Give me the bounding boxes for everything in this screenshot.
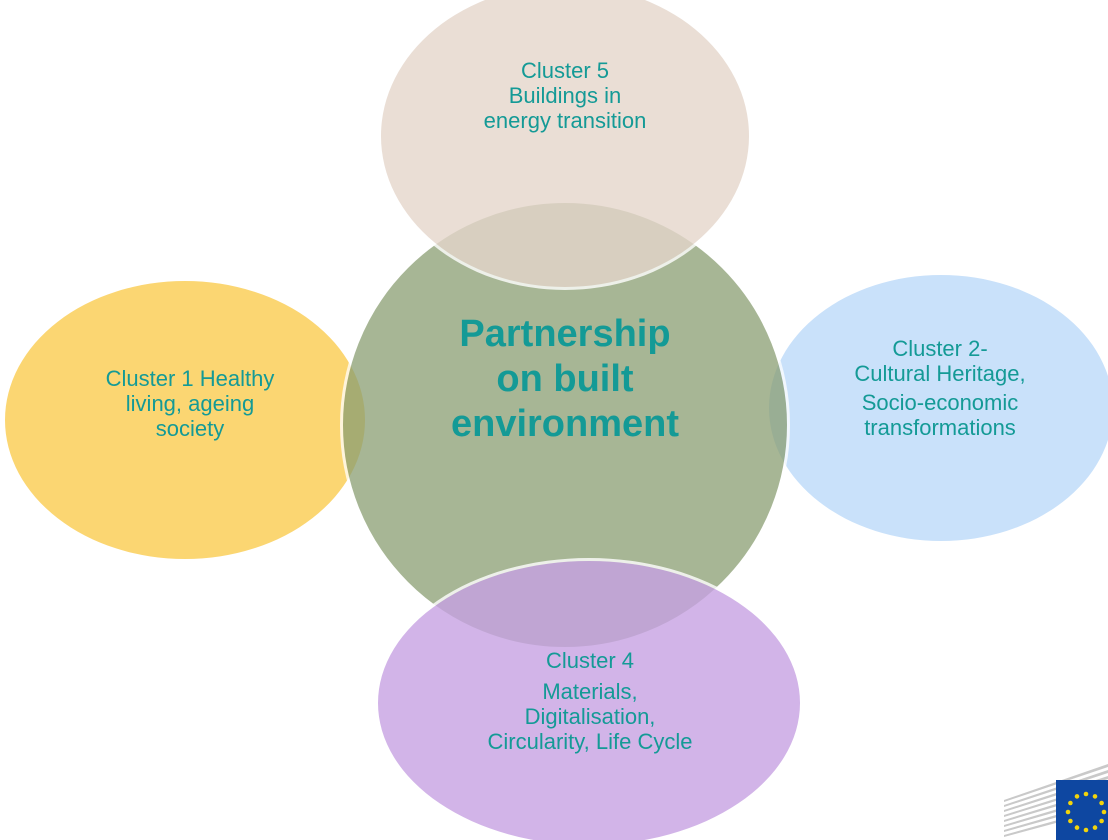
eu-star (1074, 825, 1080, 830)
cluster-1-line: Cluster 1 Healthy (105, 366, 275, 391)
cluster-2-bubble (766, 272, 1108, 544)
cluster-4-line: Circularity, Life Cycle (487, 729, 693, 754)
eu-star (1099, 818, 1104, 824)
eu-star (1074, 794, 1080, 799)
cluster-1-label: Cluster 1 Healthy living, ageing society (40, 366, 340, 441)
cluster-2-line: transformations (864, 415, 1016, 440)
cluster-4-label: Cluster 4 Materials, Digitalisation, Cir… (410, 648, 770, 754)
cluster-4-line: Materials, (542, 679, 638, 704)
cluster-5-label: Cluster 5 Buildings in energy transition (420, 58, 710, 133)
cluster-4-line: Digitalisation, (524, 704, 656, 729)
cluster-1-line: society (155, 416, 225, 441)
eu-star (1092, 825, 1098, 830)
partnership-title-line: on built (496, 358, 634, 400)
partnership-title-line: environment (450, 403, 680, 445)
partnership-title-line: Partnership (459, 313, 671, 355)
eu-star (1099, 800, 1104, 806)
cluster-5-line: Cluster 5 (520, 58, 610, 83)
cluster-2-label: Cluster 2- Cultural Heritage, Socio-econ… (790, 336, 1090, 440)
eu-star (1068, 800, 1073, 806)
eu-star (1083, 791, 1089, 797)
eu-star (1083, 827, 1089, 833)
eu-stars (1065, 791, 1107, 833)
cluster-1-bubble (2, 278, 368, 562)
cluster-5-line: energy transition (483, 108, 647, 133)
eu-star (1101, 809, 1107, 815)
eu-star (1092, 794, 1098, 799)
cluster-1-line: living, ageing (125, 391, 255, 416)
cluster-5-bubble (378, 0, 752, 290)
cluster-2-line: Cluster 2- (892, 336, 988, 361)
cluster-2-line: Cultural Heritage, (854, 361, 1026, 386)
eu-star (1065, 809, 1071, 815)
european-commission-logo-icon (1004, 764, 1108, 840)
eu-star (1068, 818, 1073, 824)
partnership-title: Partnership on built environment (380, 312, 750, 447)
cluster-4-bubble (375, 558, 803, 840)
cluster-2-line: Socio-economic (861, 390, 1019, 415)
eu-flag (1056, 780, 1108, 840)
cluster-5-line: Buildings in (508, 83, 622, 108)
cluster-4-line: Cluster 4 (545, 648, 635, 673)
